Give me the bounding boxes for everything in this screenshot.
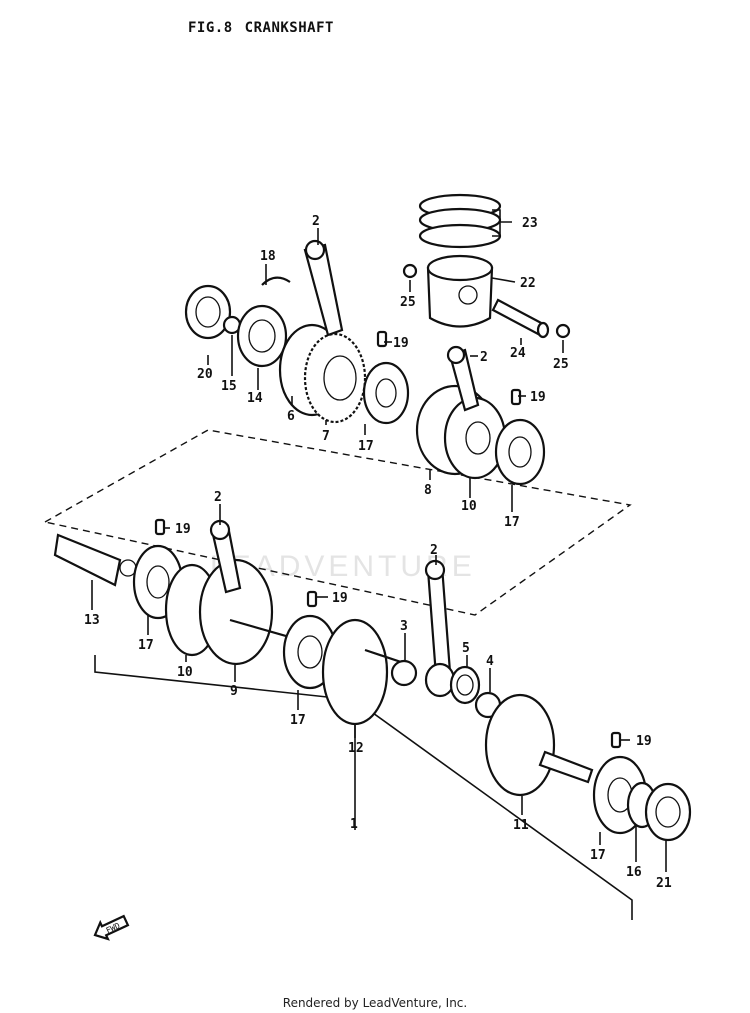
washer-3 bbox=[390, 659, 418, 687]
callout-12: 12 bbox=[348, 741, 364, 756]
needle-bearing-5 bbox=[449, 665, 481, 705]
output-shaft bbox=[538, 750, 594, 784]
assembly-outline bbox=[43, 429, 632, 616]
callout-10: 10 bbox=[461, 499, 477, 514]
callout-15: 15 bbox=[221, 379, 237, 394]
callout-5: 5 bbox=[462, 641, 470, 656]
figure-name: CRANKSHAFT bbox=[244, 20, 334, 36]
circlip-lower bbox=[555, 323, 571, 339]
oil-seal-20 bbox=[184, 284, 232, 340]
footer-credit: Rendered by LeadVenture, Inc. bbox=[282, 996, 468, 1010]
callout-19: 19 bbox=[393, 336, 409, 351]
callout-17b: 17 bbox=[504, 515, 520, 530]
pin-19c bbox=[154, 518, 166, 536]
callout-17c: 17 bbox=[138, 638, 154, 653]
pin-19d bbox=[306, 590, 318, 608]
crank-web-10 bbox=[443, 396, 507, 480]
callout-4: 4 bbox=[486, 654, 494, 669]
callout-19d: 19 bbox=[332, 591, 348, 606]
callout-25a: 25 bbox=[400, 295, 416, 310]
callout-24: 24 bbox=[510, 346, 526, 361]
callout-2d: 2 bbox=[430, 543, 438, 558]
callout-2: 2 bbox=[312, 214, 320, 229]
conrod-lower-2 bbox=[424, 559, 456, 698]
piston bbox=[426, 254, 494, 328]
conrod-upper bbox=[303, 239, 344, 337]
callout-17d: 17 bbox=[290, 713, 306, 728]
piston-pin bbox=[491, 298, 550, 339]
callout-23: 23 bbox=[522, 216, 538, 231]
crank-web-12 bbox=[321, 618, 389, 726]
callout-25b: 25 bbox=[553, 357, 569, 372]
callout-19b: 19 bbox=[530, 390, 546, 405]
piston-rings bbox=[418, 193, 502, 249]
conrod-upper-2 bbox=[446, 345, 480, 412]
oil-seal-21 bbox=[644, 782, 692, 842]
circlip-upper bbox=[402, 263, 418, 279]
conrod-lower-1 bbox=[209, 519, 242, 594]
crank-web-9 bbox=[198, 558, 274, 666]
callout-22: 22 bbox=[520, 276, 536, 291]
callout-18: 18 bbox=[260, 249, 276, 264]
pin-19a bbox=[376, 330, 388, 348]
callout-2c: 2 bbox=[214, 490, 222, 505]
callout-1: 1 bbox=[350, 817, 358, 832]
callout-13: 13 bbox=[84, 613, 100, 628]
callout-17: 17 bbox=[358, 439, 374, 454]
fwd-arrow-icon: FWD bbox=[93, 914, 130, 941]
callout-17e: 17 bbox=[590, 848, 606, 863]
figure-number: FIG.8 bbox=[188, 20, 233, 36]
callout-11: 11 bbox=[513, 818, 529, 833]
callout-10b: 10 bbox=[177, 665, 193, 680]
callout-19e: 19 bbox=[636, 734, 652, 749]
gear-7 bbox=[303, 332, 367, 424]
callout-6: 6 bbox=[287, 409, 295, 424]
bearing-14 bbox=[236, 304, 288, 368]
callout-labels: 2 18 20 15 14 6 7 19 17 23 22 25 24 25 2… bbox=[84, 214, 672, 891]
bearing-17a bbox=[362, 361, 410, 425]
callout-16: 16 bbox=[626, 865, 642, 880]
pin-19e bbox=[610, 731, 622, 749]
callout-8: 8 bbox=[424, 483, 432, 498]
callout-20: 20 bbox=[197, 367, 213, 382]
leader-lines bbox=[91, 209, 667, 872]
bearing-17b bbox=[494, 418, 546, 486]
crank-web-11 bbox=[484, 693, 556, 797]
callout-9: 9 bbox=[230, 684, 238, 699]
figure-title: FIG.8 CRANKSHAFT bbox=[188, 20, 334, 36]
shaft-13 bbox=[53, 533, 137, 587]
callout-19c: 19 bbox=[175, 522, 191, 537]
callout-7: 7 bbox=[322, 429, 330, 444]
callout-3: 3 bbox=[400, 619, 408, 634]
pin-19b bbox=[510, 388, 522, 406]
key-18 bbox=[261, 276, 291, 286]
callout-21: 21 bbox=[656, 876, 672, 891]
callout-2b: 2 bbox=[480, 350, 488, 365]
callout-14: 14 bbox=[247, 391, 263, 406]
